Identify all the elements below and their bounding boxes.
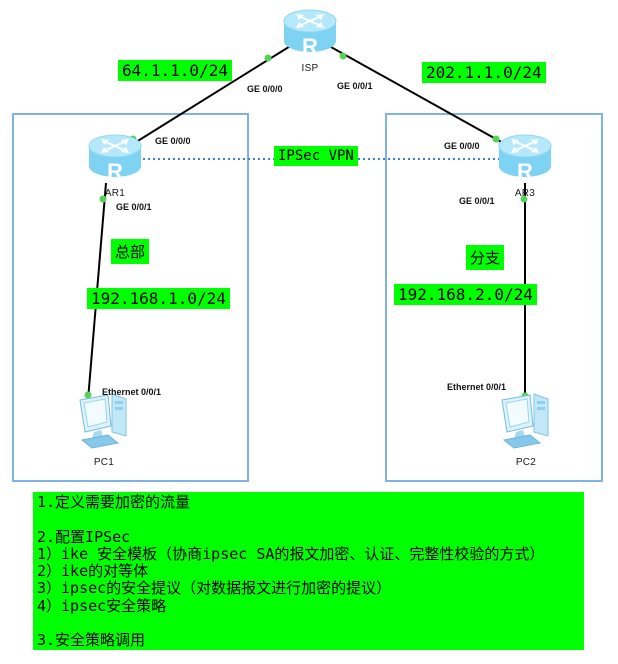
note-line: 1）ike 安全模板（协商ipsec SA的报文加密、认证、完整性校验的方式） xyxy=(37,544,545,563)
port-label-ar1-ge000: GE 0/0/0 xyxy=(155,136,191,146)
router-icon: R xyxy=(498,134,552,184)
device-label: PC1 xyxy=(93,457,115,468)
region-box-branch xyxy=(385,113,603,482)
device-ar1[interactable]: R AR1 xyxy=(87,133,143,199)
region-box-headquarters xyxy=(12,113,249,482)
device-label: AR1 xyxy=(104,188,126,199)
link-isp-ar3 xyxy=(321,41,513,149)
notes-box: 1.定义需要加密的流量 2.配置IPSec 1）ike 安全模板（协商ipsec… xyxy=(33,492,584,650)
port-label-ar3-ge001: GE 0/0/1 xyxy=(459,196,495,206)
note-line: 2.配置IPSec xyxy=(37,527,131,546)
note-line: 3.安全策略调用 xyxy=(37,631,146,650)
device-label: ISP xyxy=(301,63,319,74)
router-glyph: R xyxy=(517,159,533,183)
port-up-dot xyxy=(84,391,92,399)
port-label-isp-ge001: GE 0/0/1 xyxy=(337,81,373,91)
label-network-lan-right: 192.168.2.0/24 xyxy=(394,284,537,305)
port-up-dot xyxy=(520,195,528,203)
note-line: 1.定义需要加密的流量 xyxy=(37,493,191,511)
router-glyph: R xyxy=(107,159,123,183)
device-label: AR3 xyxy=(514,188,536,199)
port-up-dot xyxy=(99,195,107,203)
note-line xyxy=(37,615,584,632)
port-label-isp-ge000: GE 0/0/0 xyxy=(247,84,283,94)
port-label-pc2-eth: Ethernet 0/0/1 xyxy=(447,382,507,392)
note-line: 4）ipsec安全策略 xyxy=(37,596,167,615)
port-up-dot xyxy=(264,54,272,62)
port-up-dot xyxy=(339,52,347,60)
label-site-branch: 分支 xyxy=(466,245,505,270)
device-pc1[interactable]: PC1 xyxy=(72,390,136,468)
port-label-ar1-ge001: GE 0/0/1 xyxy=(116,202,152,212)
label-network-isp-left: 64.1.1.0/24 xyxy=(118,60,232,81)
router-icon: R xyxy=(88,134,142,184)
device-ar3[interactable]: R AR3 xyxy=(497,133,553,199)
pc-icon xyxy=(501,393,549,449)
port-status-dots xyxy=(84,52,529,400)
port-label-ar3-ge000: GE 0/0/0 xyxy=(444,141,480,151)
link-isp-ar1 xyxy=(119,39,301,153)
device-label: PC2 xyxy=(515,457,537,468)
label-site-headquarters: 总部 xyxy=(111,239,150,264)
device-isp[interactable]: R ISP xyxy=(282,8,338,74)
label-network-lan-left: 192.168.1.0/24 xyxy=(87,288,230,309)
device-pc2[interactable]: PC2 xyxy=(494,390,558,468)
label-network-isp-right: 202.1.1.0/24 xyxy=(422,62,546,83)
note-line: 3）ipsec的安全提议（对数据报文进行加密的提议） xyxy=(37,579,392,598)
label-ipsec-vpn: IPSec VPN xyxy=(274,146,358,166)
pc-icon xyxy=(79,393,127,449)
port-label-pc1-eth: Ethernet 0/0/1 xyxy=(102,387,162,397)
note-line: 2）ike的对等体 xyxy=(37,562,149,581)
note-line xyxy=(37,511,584,528)
router-icon: R xyxy=(283,9,337,59)
router-glyph: R xyxy=(302,34,318,58)
port-up-dot xyxy=(492,135,500,143)
